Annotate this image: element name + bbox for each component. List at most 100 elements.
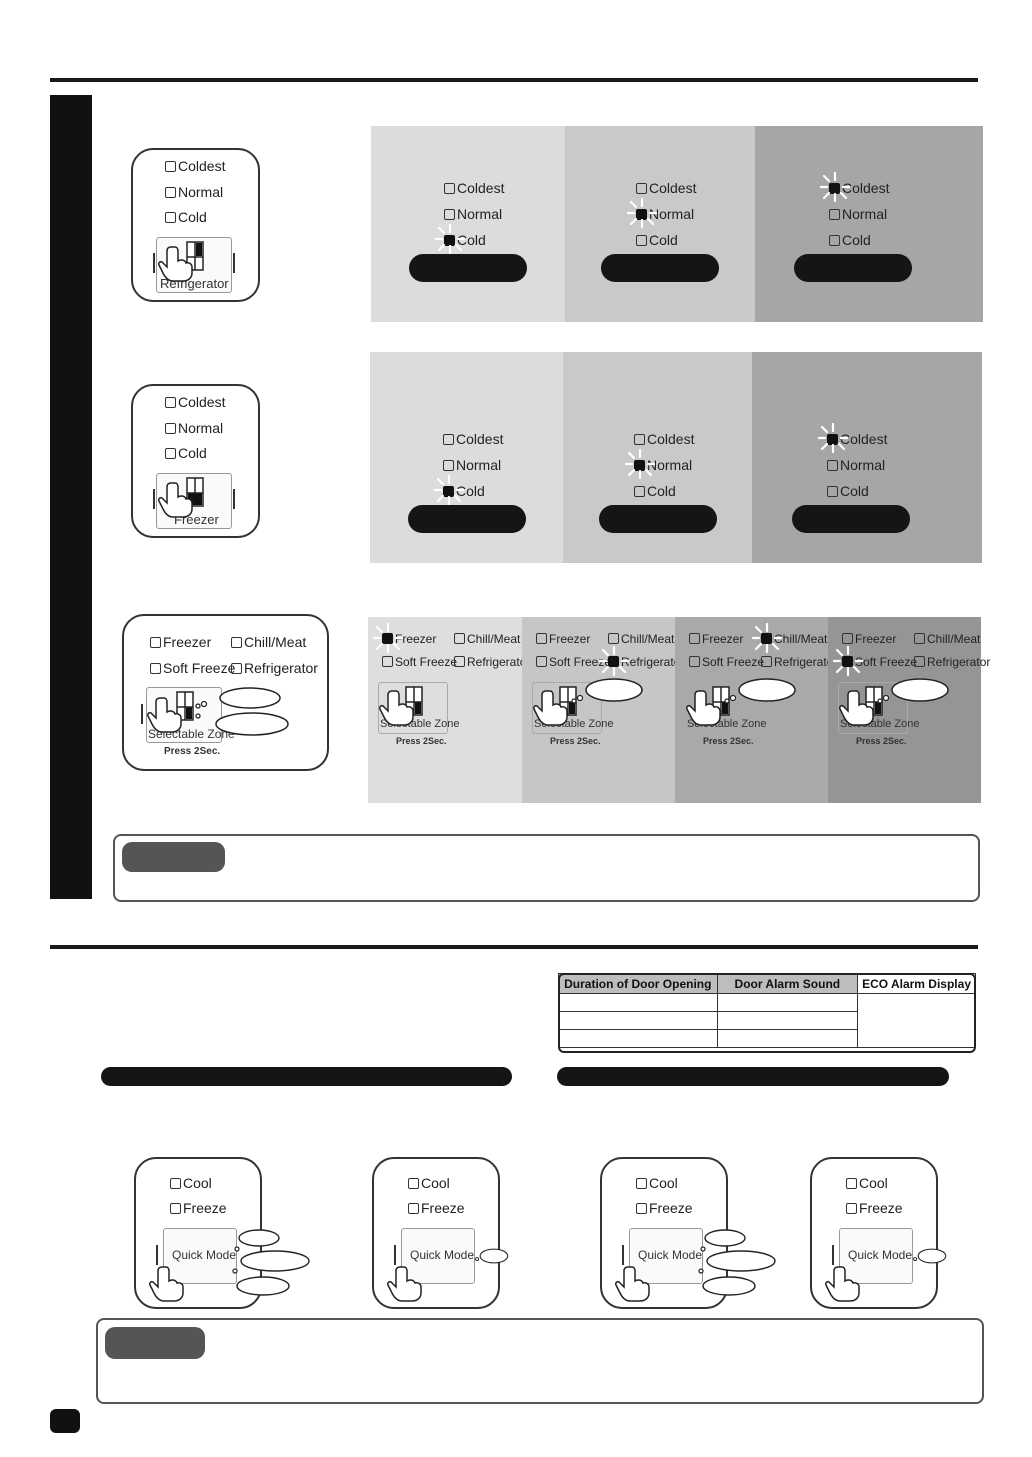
- option-normal: Normal: [827, 457, 885, 473]
- tick-left: [141, 704, 143, 724]
- option-freeze: Freeze: [170, 1200, 227, 1216]
- quick-mode-button[interactable]: Quick Mode: [401, 1228, 475, 1284]
- option-refrigerator: Refrigerator: [454, 654, 530, 670]
- speech-bubble-icon: [698, 1229, 776, 1296]
- quick-mode-button-label: Quick Mode: [638, 1248, 703, 1262]
- option-coldest: Coldest: [820, 172, 889, 202]
- status-pill: [794, 254, 912, 282]
- option-coldest: Coldest: [444, 180, 504, 196]
- tick-right: [233, 489, 235, 509]
- quick-mode-button-label: Quick Mode: [172, 1248, 237, 1262]
- option-freeze: Freeze: [408, 1200, 465, 1216]
- status-pill: [409, 254, 527, 282]
- hand-pointer-icon: [839, 690, 874, 726]
- quick-mode-button[interactable]: Quick Mode: [839, 1228, 913, 1284]
- tick-left: [832, 1245, 834, 1265]
- option-refrigerator: Refrigerator: [599, 646, 684, 676]
- option-soft-freeze: Soft Freeze: [536, 654, 611, 670]
- table-cell: [558, 993, 718, 1012]
- option-normal: Normal: [165, 420, 223, 436]
- selectable-zone-control-panel: Freezer Chill/Meat Soft Freeze Refrigera…: [122, 614, 329, 771]
- status-pill: [601, 254, 719, 282]
- option-cold: Cold: [636, 232, 678, 248]
- tick-right: [233, 253, 235, 273]
- fridge-icon: [176, 691, 194, 721]
- speech-bubble-icon: [232, 1229, 310, 1296]
- status-pill: [408, 505, 526, 533]
- option-chill-meat: Chill/Meat: [752, 623, 827, 653]
- hand-pointer-icon: [387, 1266, 422, 1302]
- tick-left: [153, 489, 155, 509]
- press-hint: Press 2Sec.: [856, 736, 907, 746]
- tick-left: [394, 1245, 396, 1265]
- option-soft-freeze: Soft Freeze: [833, 646, 917, 676]
- option-cold: Cold: [829, 232, 871, 248]
- fridge-icon: [186, 241, 204, 271]
- note-box: [113, 834, 980, 902]
- speech-bubble-icon: [877, 678, 949, 704]
- option-normal: Normal: [444, 206, 502, 222]
- option-refrigerator: Refrigerator: [761, 654, 837, 670]
- hand-pointer-icon: [158, 246, 193, 282]
- option-soft-freeze: Soft Freeze: [382, 654, 457, 670]
- note-box-2: [96, 1318, 984, 1404]
- hand-pointer-icon: [825, 1266, 860, 1302]
- option-cold: Cold: [165, 445, 207, 461]
- tick-left: [156, 1245, 158, 1265]
- status-pill: [599, 505, 717, 533]
- speech-bubble-icon: [913, 1248, 947, 1264]
- option-cold: Cold: [434, 475, 485, 505]
- press-hint: Press 2Sec.: [396, 736, 447, 746]
- option-cold: Cold: [634, 483, 676, 499]
- option-cool: Cool: [408, 1175, 450, 1191]
- option-cool: Cool: [170, 1175, 212, 1191]
- option-refrigerator: Refrigerator: [914, 654, 990, 670]
- header-alarm-sound: Door Alarm Sound: [716, 973, 859, 994]
- header-eco-display: ECO Alarm Display: [857, 973, 976, 994]
- option-freezer: Freezer: [536, 631, 590, 647]
- freezer-control-panel: Coldest Normal Cold Freezer: [131, 384, 260, 538]
- option-normal: Normal: [829, 206, 887, 222]
- option-freezer: Freezer: [373, 623, 436, 653]
- option-cool: Cool: [636, 1175, 678, 1191]
- option-coldest: Coldest: [165, 158, 225, 174]
- option-freezer: Freezer: [689, 631, 743, 647]
- option-freeze: Freeze: [636, 1200, 693, 1216]
- table-cell: [716, 1011, 859, 1030]
- speech-bubble-icon: [571, 678, 643, 704]
- speech-bubble-icon: [195, 687, 289, 736]
- door-alarm-table: Duration of Door Opening Door Alarm Soun…: [558, 973, 976, 1048]
- hand-pointer-icon: [533, 690, 568, 726]
- option-coldest: Coldest: [443, 431, 503, 447]
- option-cold: Cold: [827, 483, 869, 499]
- selectable-zone-button[interactable]: Selectable Zone: [685, 682, 767, 734]
- option-freezer: Freezer: [842, 631, 896, 647]
- option-chill-meat: Chill/Meat: [608, 631, 674, 647]
- hand-pointer-icon: [149, 1266, 184, 1302]
- quick-mode-button[interactable]: Quick Mode: [629, 1228, 703, 1284]
- page-number-badge: [50, 1409, 80, 1433]
- table-cell: [558, 1011, 718, 1030]
- option-soft-freeze: Soft Freeze: [689, 654, 764, 670]
- press-hint: Press 2Sec.: [703, 736, 754, 746]
- quick-mode-button[interactable]: Quick Mode: [163, 1228, 237, 1284]
- tick-left: [153, 253, 155, 273]
- press-hint: Press 2Sec.: [550, 736, 601, 746]
- hand-pointer-icon: [379, 690, 414, 726]
- option-coldest: Coldest: [165, 394, 225, 410]
- refrigerator-control-panel: Coldest Normal Cold Refrigerator: [131, 148, 260, 302]
- note-tag: [122, 842, 225, 872]
- speech-bubble-icon: [724, 678, 796, 704]
- fridge-icon: [186, 477, 204, 507]
- option-chill-meat: Chill/Meat: [914, 631, 980, 647]
